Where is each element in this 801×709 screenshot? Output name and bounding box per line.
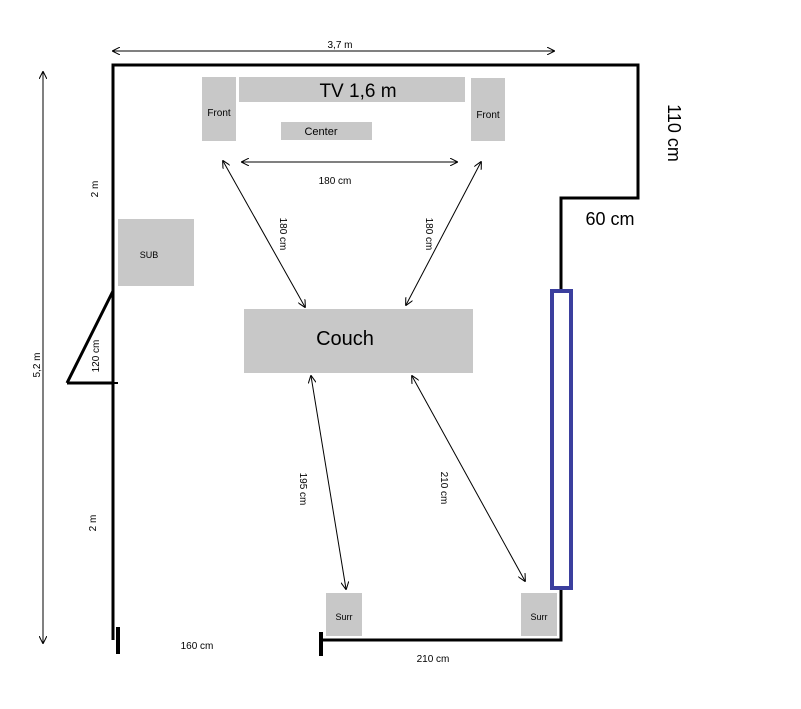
right-surround-distance-arrow <box>412 376 525 581</box>
front-right-label: Front <box>476 110 500 121</box>
front-spacing-label: 180 cm <box>319 176 352 187</box>
left-surround-distance-arrow <box>311 376 346 589</box>
tv <box>239 77 465 102</box>
right-front-to-couch-label: 180 cm <box>423 218 434 251</box>
bottom-left-gap-label: 160 cm <box>181 641 214 652</box>
room-walls <box>111 63 640 642</box>
door-swing <box>65 290 115 384</box>
bottom-right-wall-label: 210 cm <box>417 654 450 665</box>
couch-label: Couch <box>316 328 374 350</box>
center-label: Center <box>304 126 337 138</box>
surround-right-speaker <box>521 593 557 636</box>
surround-left-label: Surr <box>335 612 352 622</box>
tv-label: TV 1,6 m <box>319 81 396 102</box>
window <box>550 289 573 590</box>
surround-left-speaker <box>326 593 362 636</box>
couch <box>244 309 473 373</box>
subwoofer <box>118 219 194 286</box>
front-right-speaker <box>471 78 505 141</box>
subwoofer-label: SUB <box>140 250 159 260</box>
right-front-to-couch-arrow <box>406 162 481 305</box>
lower-left-wall-label: 2 m <box>88 515 99 532</box>
right-surround-distance-label: 210 cm <box>438 472 449 505</box>
upper-left-wall-label: 2 m <box>90 181 101 198</box>
surround-right-label: Surr <box>530 612 547 622</box>
left-surround-distance-label: 195 cm <box>297 473 308 506</box>
alcove-depth-label: 110 cm <box>664 104 684 162</box>
alcove-width-label: 60 cm <box>585 209 634 229</box>
front-left-label: Front <box>207 108 231 119</box>
center-speaker <box>281 122 372 140</box>
front-left-speaker <box>202 77 236 141</box>
room-height-label: 5,2 m <box>32 352 43 377</box>
door-width-label: 120 cm <box>91 340 102 373</box>
left-front-to-couch-arrow <box>223 161 305 307</box>
room-width-label: 3,7 m <box>327 40 352 51</box>
left-front-to-couch-label: 180 cm <box>277 218 288 251</box>
